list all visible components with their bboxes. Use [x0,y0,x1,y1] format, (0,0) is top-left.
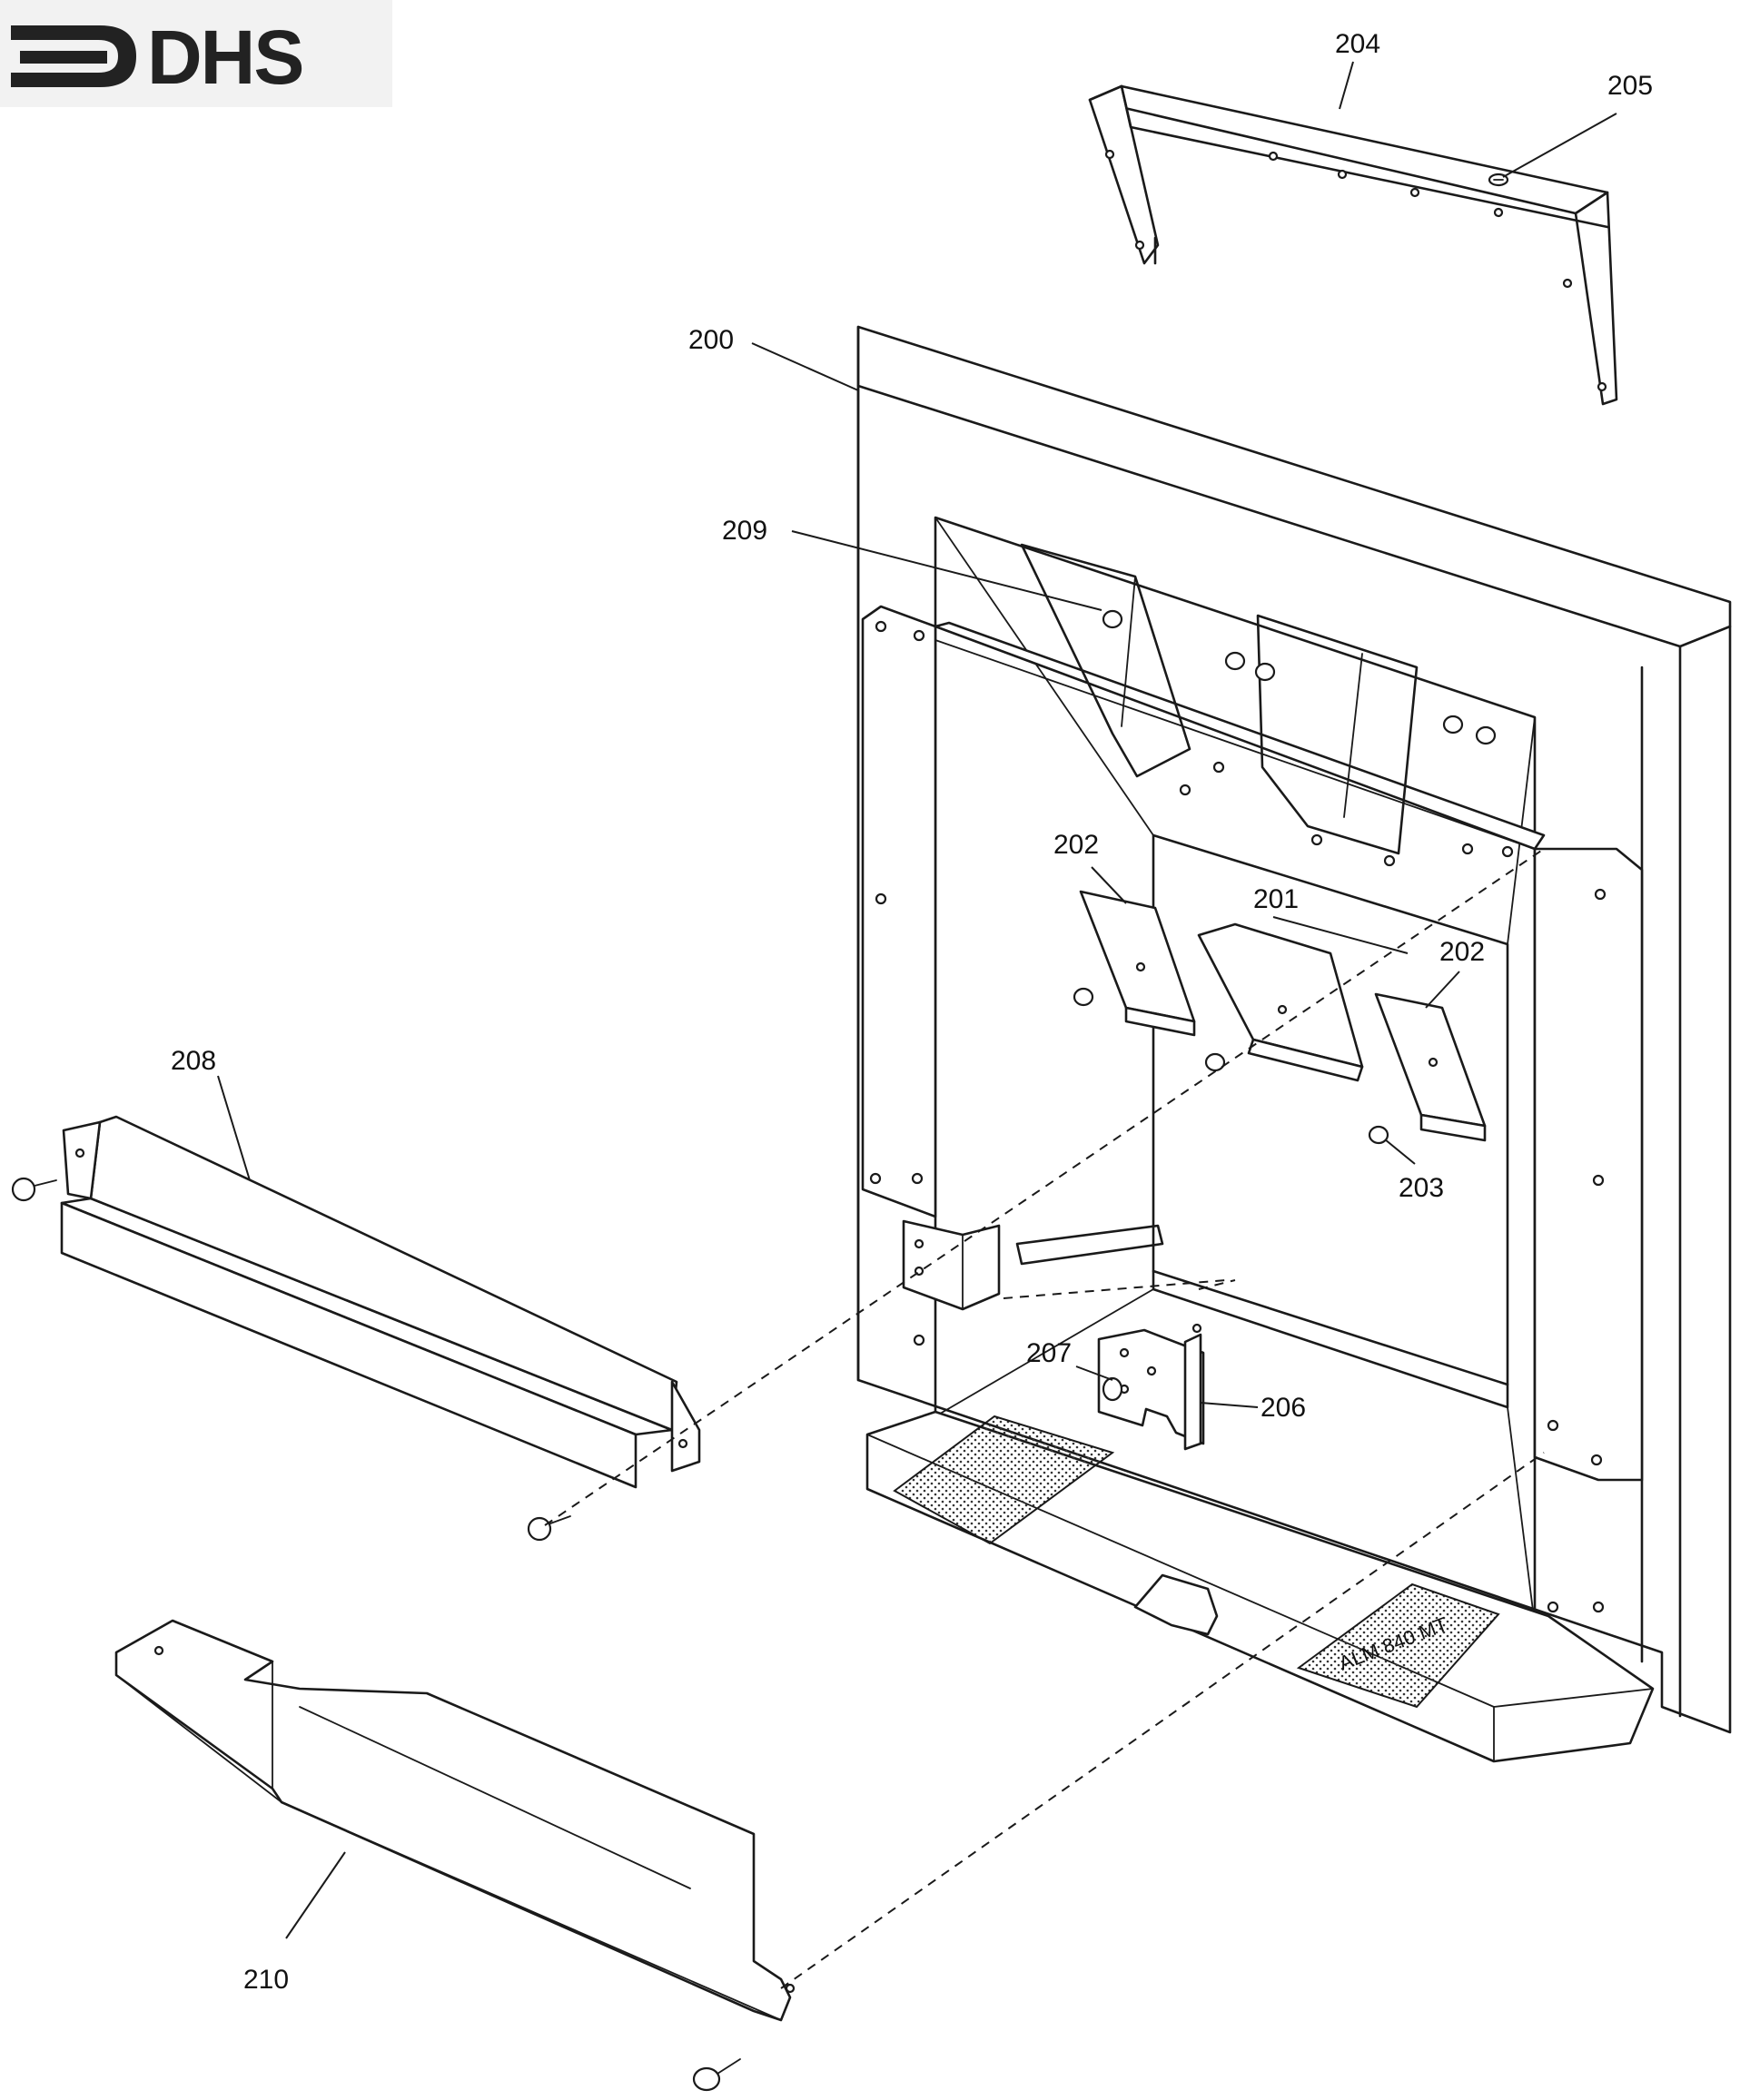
part-210-trim [114,1619,796,2092]
part-201-center-bracket [1197,922,1364,1082]
part-205-screw [1488,173,1509,187]
part-204-top-bracket [1088,84,1618,406]
callout-202-right: 202 [1439,937,1485,967]
callout-labels: 204 205 200 209 202 201 202 203 208 207 … [171,29,1653,1995]
callout-207: 207 [1026,1338,1072,1368]
part-210-screw [692,2058,741,2092]
callout-206: 206 [1261,1393,1306,1423]
callout-209: 209 [722,516,767,546]
part-202-left-bracket [1079,890,1196,1037]
callout-leaders [217,61,1617,1939]
part-207-screw [1102,1376,1123,1402]
callout-210: 210 [243,1965,289,1995]
callout-201: 201 [1253,884,1299,914]
part-208-channel [11,1115,701,1542]
callout-205: 205 [1607,71,1653,101]
part-206-mounting-plate [1097,1323,1205,1451]
frame-screws [1073,609,1497,1145]
dhs-logo: DHS [0,0,392,107]
part-208-screw-right [527,1515,571,1542]
callout-208: 208 [171,1046,216,1076]
assembly-dashed-lines [544,848,1545,1989]
callout-202-left: 202 [1053,830,1099,860]
logo-text: DHS [147,15,302,100]
logo-arrow-mark [11,25,136,87]
part-202-right-bracket [1374,992,1487,1142]
callout-200: 200 [688,325,734,355]
callout-204: 204 [1335,29,1380,59]
part-208-screw-left [11,1177,57,1202]
callout-203: 203 [1399,1173,1444,1203]
